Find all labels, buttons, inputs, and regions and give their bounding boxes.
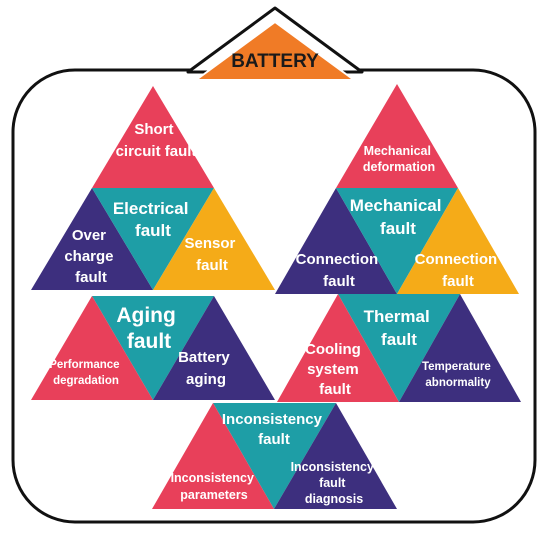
electrical-right-label: Sensor fault — [184, 235, 239, 274]
aging-group: Aging fault Performance degradation Batt… — [31, 296, 275, 400]
diagram-title: BATTERY — [231, 51, 319, 72]
mechanical-top-triangle — [336, 84, 458, 188]
aging-left-triangle — [31, 296, 153, 400]
mechanical-left-label: Connection fault — [296, 251, 383, 290]
thermal-left-label: Cooling system fault — [305, 341, 365, 398]
roof-fill — [192, 20, 358, 81]
inconsistency-left-triangle — [152, 403, 274, 509]
thermal-center-label: Thermal fault — [364, 307, 435, 349]
mechanical-right-triangle — [397, 188, 519, 294]
aging-right-label: Battery aging — [178, 349, 234, 388]
inconsistency-center-triangle — [213, 403, 336, 509]
mechanical-center-triangle — [336, 188, 458, 294]
mechanical-group: Mechanical deformation Mechanical fault … — [275, 84, 519, 294]
electrical-top-triangle — [92, 86, 214, 188]
inconsistency-right-label: Inconsistency fault diagnosis — [291, 460, 378, 506]
aging-right-triangle — [153, 296, 275, 400]
mechanical-center-label: Mechanical fault — [350, 196, 446, 238]
thermal-right-triangle — [399, 294, 521, 402]
inconsistency-group: Inconsistency fault Inconsistency parame… — [152, 403, 397, 509]
mechanical-left-triangle — [275, 188, 397, 294]
aging-center-label: Aging fault — [116, 304, 181, 353]
electrical-center-triangle — [92, 188, 214, 290]
thermal-right-label: Temperature abnormality — [422, 361, 494, 389]
inconsistency-right-triangle — [274, 403, 397, 509]
electrical-left-label: Over charge fault — [64, 227, 117, 286]
aging-left-label: Performance degradation — [49, 359, 123, 387]
thermal-group: Thermal fault Cooling system fault Tempe… — [277, 294, 521, 402]
electrical-group: Short circuit fault Electrical fault Ove… — [31, 86, 275, 290]
thermal-center-triangle — [338, 294, 460, 402]
aging-center-triangle — [92, 296, 214, 400]
electrical-center-label: Electrical fault — [113, 199, 193, 240]
electrical-top-label: Short circuit fault — [116, 121, 197, 160]
thermal-left-triangle — [277, 294, 399, 402]
electrical-right-triangle — [153, 188, 275, 290]
inconsistency-left-label: Inconsistency parameters — [171, 471, 258, 502]
inconsistency-center-label: Inconsistency fault — [222, 411, 326, 448]
mechanical-right-label: Connection fault — [415, 251, 502, 290]
electrical-left-triangle — [31, 188, 153, 290]
mechanical-top-label: Mechanical deformation — [363, 144, 435, 174]
